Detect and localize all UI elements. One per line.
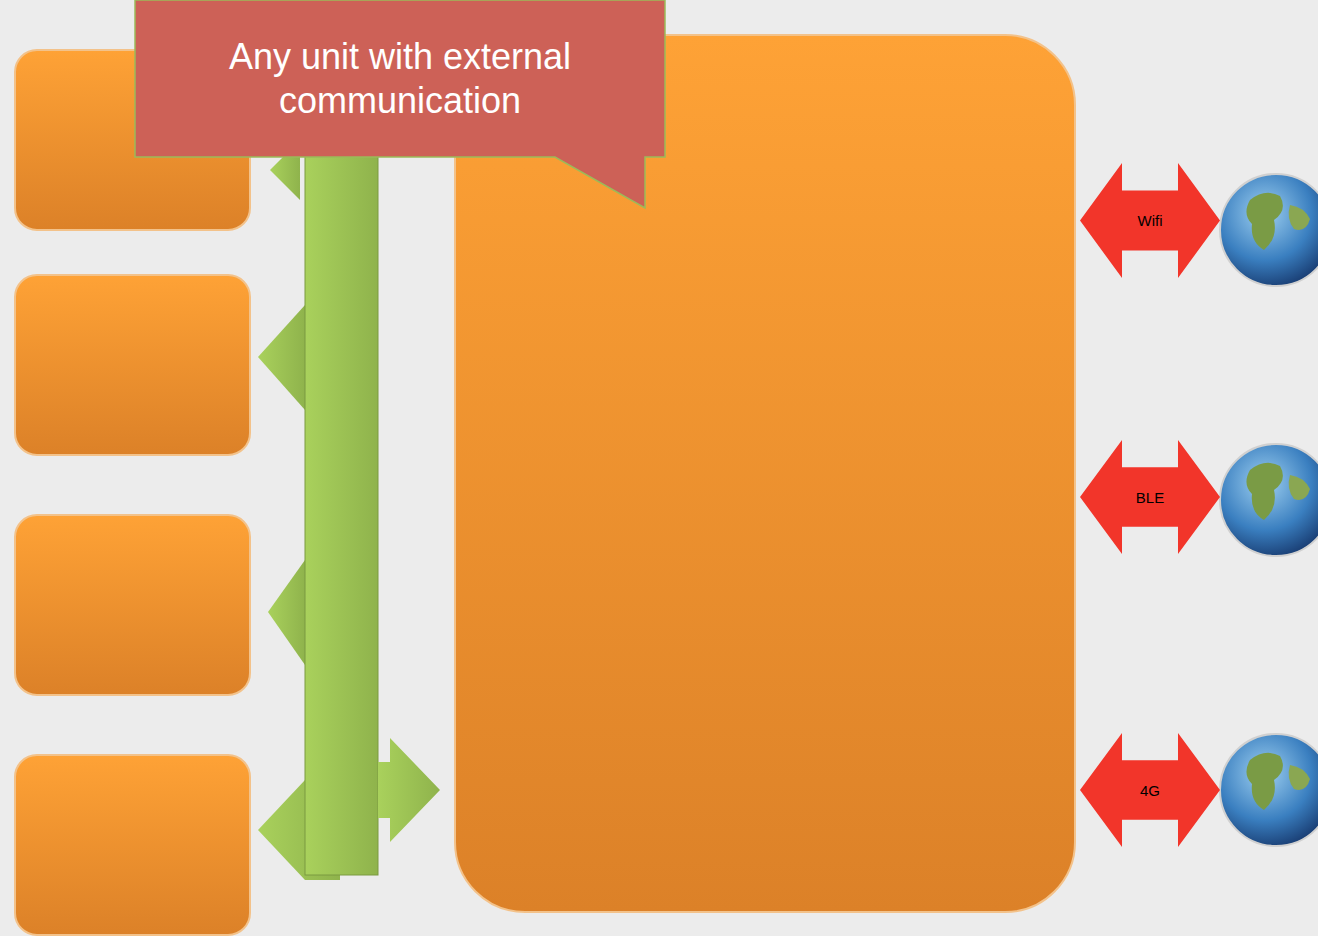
link-arrow: BLE <box>1080 440 1220 554</box>
link-arrow: 4G <box>1080 733 1220 847</box>
bus-arrow <box>258 305 305 410</box>
double-arrow-outline <box>1080 440 1220 554</box>
double-arrow-outline <box>1080 733 1220 847</box>
globe-icon <box>1220 734 1318 846</box>
link-label: BLE <box>1136 489 1164 506</box>
unit-box <box>15 515 250 695</box>
bus-arrow <box>378 738 440 842</box>
callout-shape <box>135 0 665 157</box>
green-bus <box>305 150 378 875</box>
unit-box <box>15 755 250 935</box>
callout-box: Any unit with external communication <box>135 0 665 157</box>
link-label: Wifi <box>1138 212 1163 229</box>
link-arrow: Wifi <box>1080 163 1220 278</box>
bus-arrow <box>268 560 305 665</box>
main-unit-box <box>455 35 1075 912</box>
unit-box <box>15 275 250 455</box>
callout-outline <box>135 0 665 208</box>
globe-icon <box>1220 444 1318 556</box>
link-label: 4G <box>1140 782 1160 799</box>
callout-text: Any unit with external communication <box>155 35 645 123</box>
double-arrow-outline <box>1080 163 1220 278</box>
globe-icon <box>1220 174 1318 286</box>
